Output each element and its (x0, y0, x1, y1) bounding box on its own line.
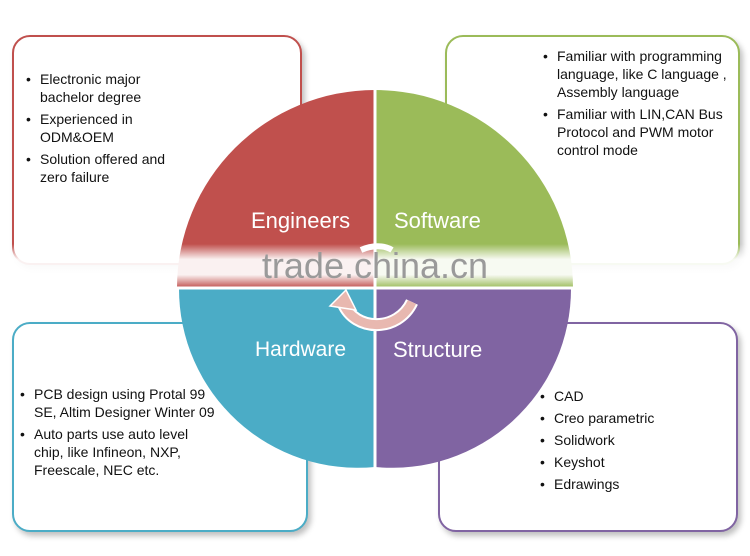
list-item: Electronic major bachelor degree (26, 70, 196, 106)
structure-quadrant (375, 288, 572, 468)
software-list: Familiar with programming language, like… (543, 47, 733, 163)
list-item: Edrawings (540, 475, 710, 493)
engineers-label: Engineers (251, 208, 351, 233)
list-item: Familiar with programming language, like… (543, 47, 733, 101)
watermark: trade.china.cn (261, 245, 489, 286)
hardware-quadrant (178, 288, 375, 468)
hardware-list: PCB design using Protal 99 SE, Altim Des… (20, 385, 215, 483)
software-label: Software (394, 208, 481, 233)
list-item: Creo parametric (540, 409, 710, 427)
list-item: Familiar with LIN,CAN Bus Protocol and P… (543, 105, 733, 159)
list-item: CAD (540, 387, 710, 405)
list-item: Auto parts use auto level chip, like Inf… (20, 425, 215, 479)
structure-list: CAD Creo parametric Solidwork Keyshot Ed… (540, 387, 710, 497)
software-quadrant (375, 90, 573, 288)
structure-label: Structure (393, 337, 483, 362)
list-item: Keyshot (540, 453, 710, 471)
watermark-band (0, 244, 750, 288)
list-item: PCB design using Protal 99 SE, Altim Des… (20, 385, 215, 421)
list-item: Solidwork (540, 431, 710, 449)
engineers-quadrant (177, 90, 375, 288)
list-item: Solution offered and zero failure (26, 150, 196, 186)
engineers-list: Electronic major bachelor degree Experie… (26, 70, 196, 190)
list-item: Experienced in ODM&OEM (26, 110, 196, 146)
hardware-label: Hardware (255, 338, 347, 361)
